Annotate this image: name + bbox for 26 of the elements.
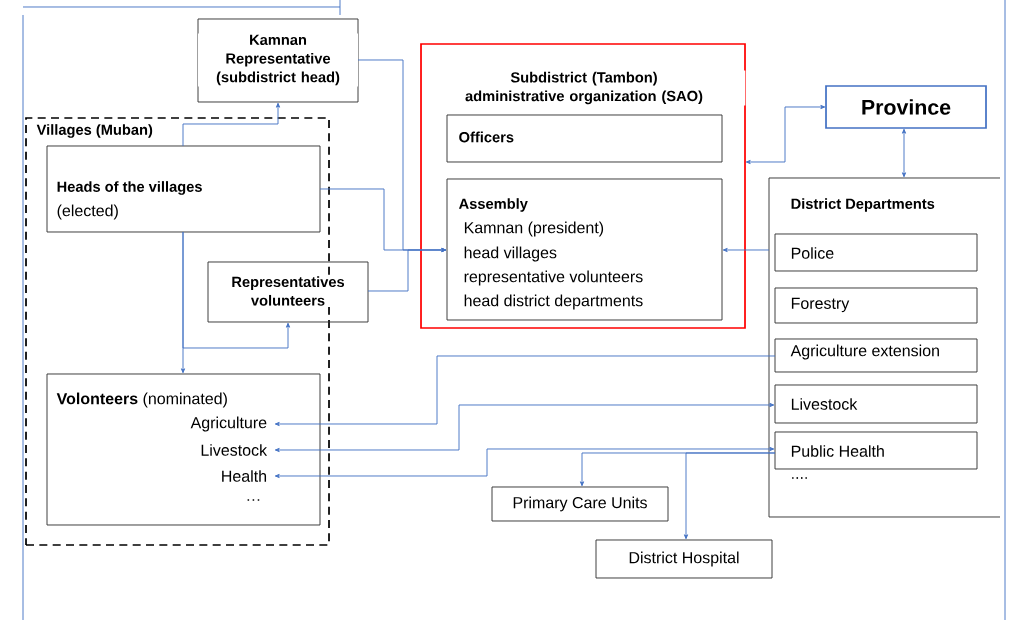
arrow (274, 355, 776, 427)
volunteer-label: Livestock (201, 444, 268, 456)
arrow (683, 452, 776, 540)
arrow (274, 402, 775, 453)
arrow (722, 247, 770, 253)
department-box: Public Health (774, 431, 978, 470)
unit-box: Primary Care Units (491, 486, 669, 522)
volunteer-label: Agriculture (190, 416, 267, 432)
arrow (901, 128, 907, 178)
volunteer-label: Health (222, 470, 267, 482)
department-box: Agriculture extension (774, 338, 978, 373)
province-box: Province (825, 85, 987, 129)
department-box: Forestry (774, 287, 978, 324)
arrow (745, 104, 826, 165)
department-box: Police (774, 233, 978, 272)
arrow (182, 231, 291, 349)
arrow (274, 446, 775, 479)
officers-box: Officers (446, 114, 723, 163)
heads-box: Heads of the villages (elected) (46, 145, 321, 233)
department-box: Livestock (774, 384, 978, 424)
arrow (367, 247, 447, 292)
representative-box: Kamnan Representative (subdistrict head) (197, 18, 359, 103)
hospital-box: District Hospital (595, 539, 773, 579)
arrow (182, 102, 281, 147)
representatives-box: Representatives volunteers (207, 261, 369, 323)
assembly-box: Assembly Kamnan (president) head villages representative volunteers head district departments (446, 178, 723, 321)
